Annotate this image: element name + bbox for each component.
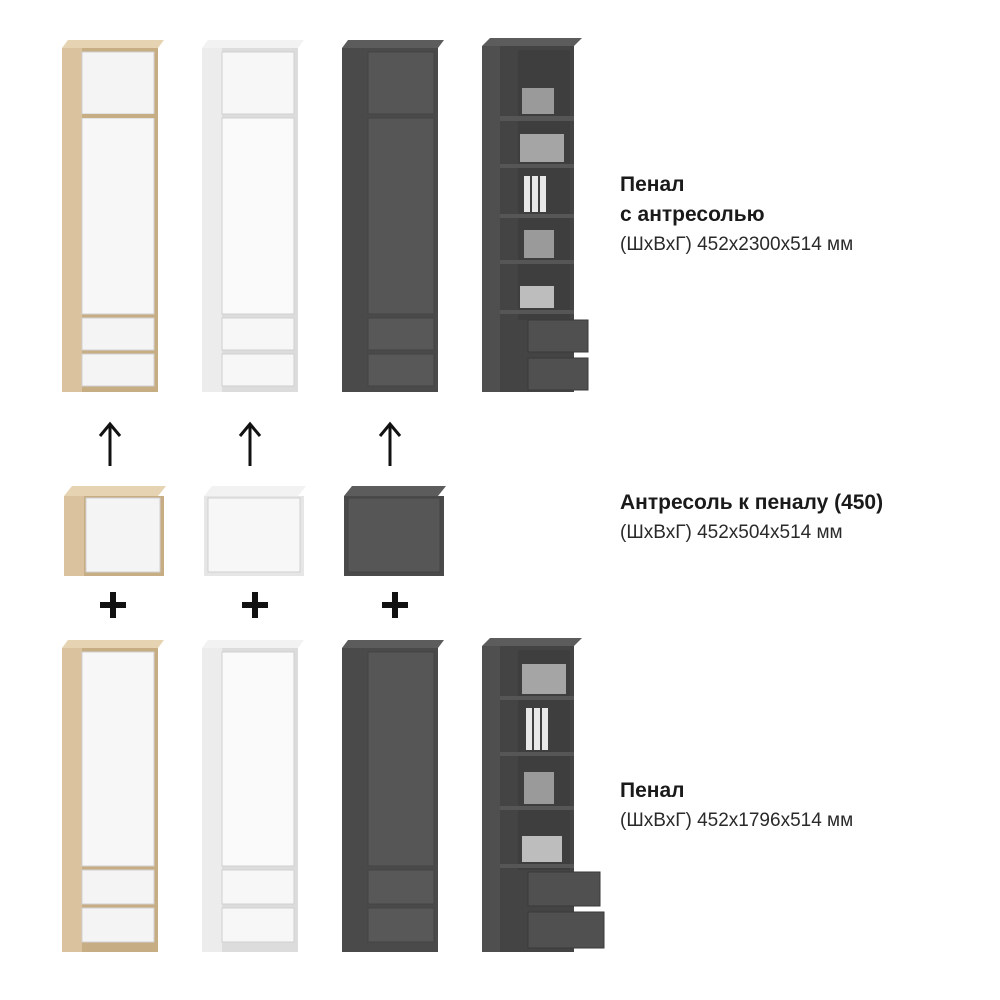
wardrobe-dimensions: (ШхВхГ) 452х1796х514 мм [620, 810, 854, 831]
tall-wardrobe-oak [62, 40, 164, 392]
plus-icon [100, 592, 126, 618]
arrow-up-icon [238, 421, 262, 466]
wardrobe-graphite [342, 640, 444, 952]
plus-icon [382, 592, 408, 618]
top-unit-title: Антресоль к пеналу (450) [620, 491, 884, 514]
wardrobe-oak [62, 640, 164, 952]
tall-open-shelf-unit [482, 38, 589, 392]
arrow-up-icon [378, 421, 402, 466]
top-unit-graphite [344, 486, 446, 576]
tall-wardrobe-dimensions: (ШхВхГ) 452х2300х514 мм [620, 234, 854, 255]
arrow-up-icon [98, 421, 122, 466]
wardrobe-caption: Пенал (ШхВхГ) 452х1796х514 мм [620, 776, 853, 836]
top-unit-caption: Антресоль к пеналу (450) (ШхВхГ) 452х504… [620, 488, 883, 548]
top-unit-oak [64, 486, 166, 576]
tall-wardrobe-title-line2: с антресолью [620, 203, 765, 226]
top-unit-dimensions: (ШхВхГ) 452х504х514 мм [620, 522, 843, 543]
tall-wardrobe-caption: Пенал с антресолью (ШхВхГ) 452х2300х514 … [620, 170, 853, 260]
tall-wardrobe-graphite [342, 40, 444, 392]
wardrobe-title: Пенал [620, 779, 685, 802]
plus-icon [242, 592, 268, 618]
tall-wardrobe-title-line1: Пенал [620, 173, 685, 196]
tall-wardrobe-white [202, 40, 304, 392]
wardrobe-white [202, 640, 304, 952]
top-unit-white [204, 486, 306, 576]
open-shelf-unit [482, 638, 605, 952]
